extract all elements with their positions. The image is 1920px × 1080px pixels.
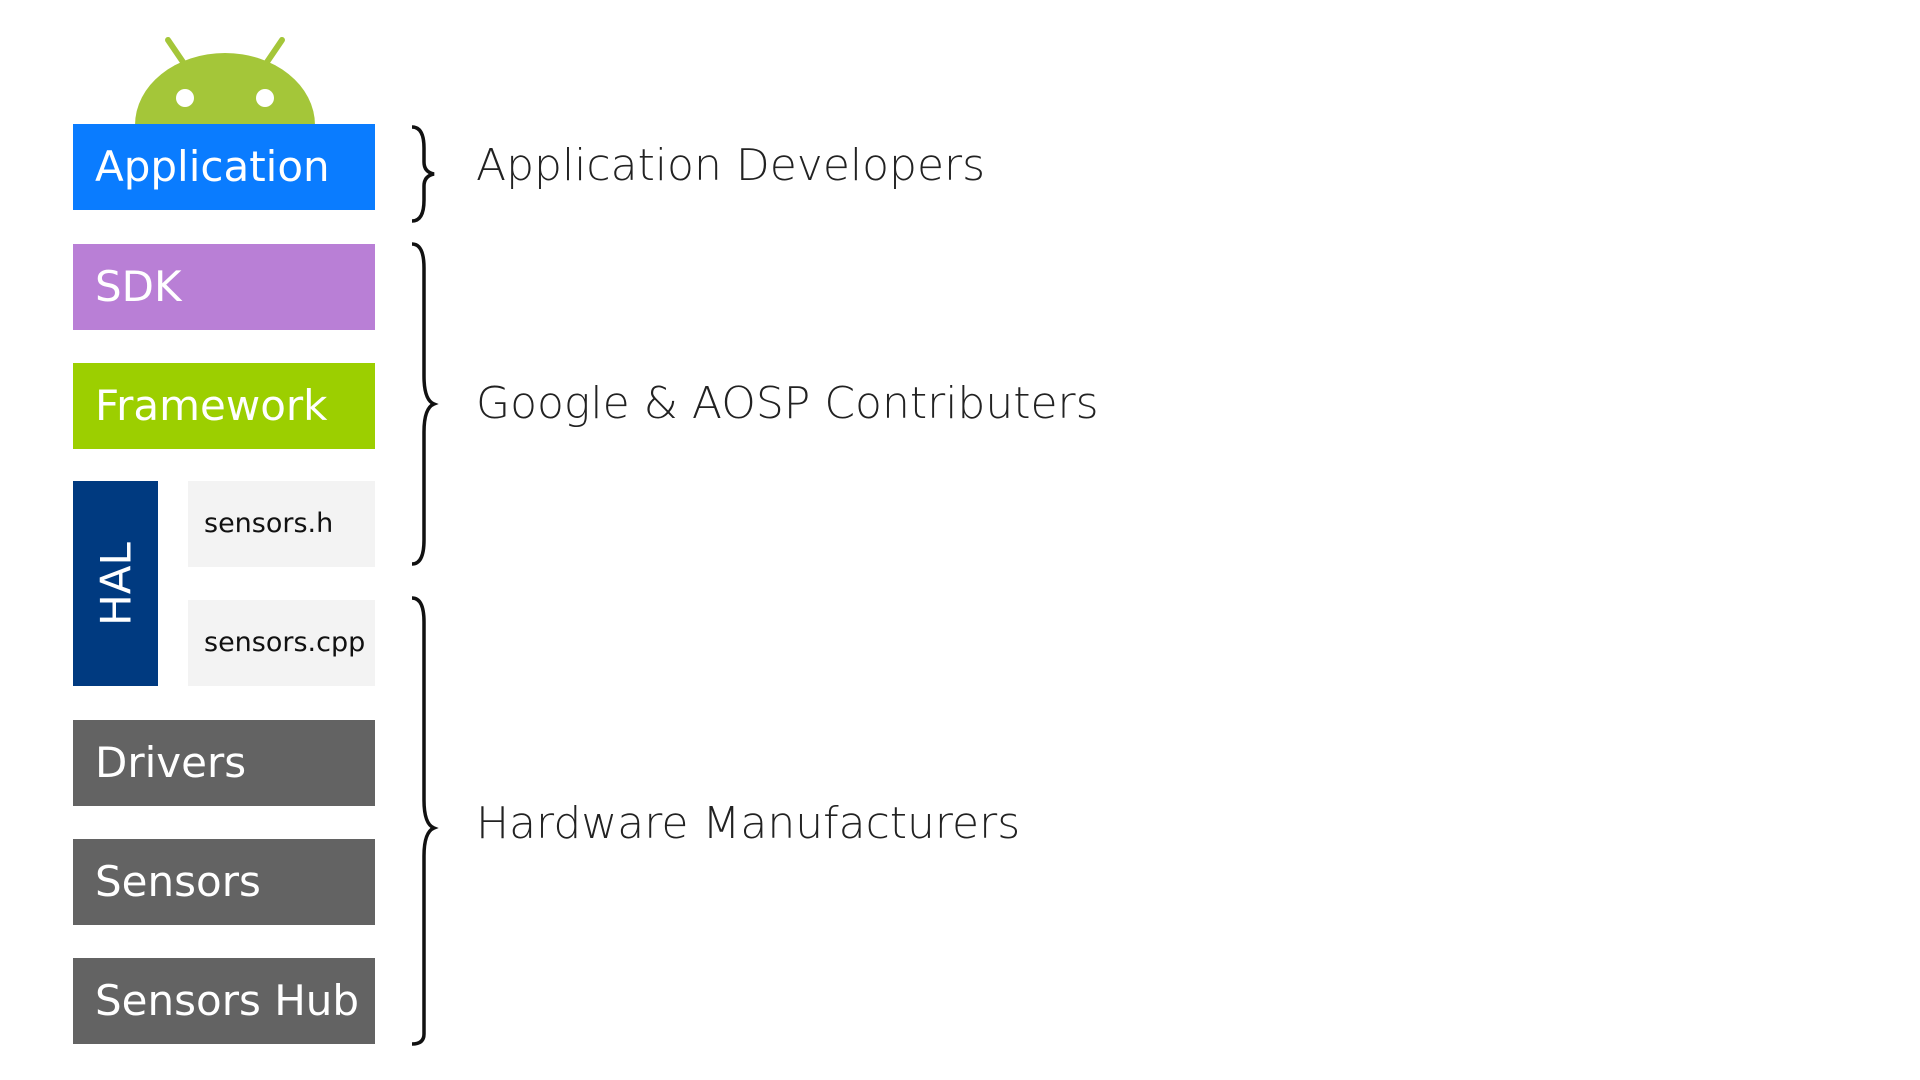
group-braces [411, 125, 439, 1046]
app-developers-label: Application Developers [476, 140, 986, 191]
hal-file-sensors-h: sensors.h [188, 481, 375, 567]
hardware-manufacturers-label: Hardware Manufacturers [476, 798, 1021, 849]
application-layer: Application [73, 124, 375, 210]
hal-label: HAL [91, 541, 140, 626]
app-developers-brace [411, 125, 435, 223]
sensors-layer: Sensors [73, 839, 375, 925]
framework-layer: Framework [73, 363, 375, 449]
sdk-layer: SDK [73, 244, 375, 330]
google-aosp-brace [411, 242, 439, 566]
hal-layer: HAL [73, 481, 158, 686]
android-robot-icon [135, 37, 315, 125]
google-aosp-label: Google & AOSP Contributers [476, 378, 1099, 429]
drivers-layer: Drivers [73, 720, 375, 806]
hal-file-sensors-cpp: sensors.cpp [188, 600, 375, 686]
hardware-manufacturers-brace [411, 596, 439, 1046]
sensors-hub-layer: Sensors Hub [73, 958, 375, 1044]
